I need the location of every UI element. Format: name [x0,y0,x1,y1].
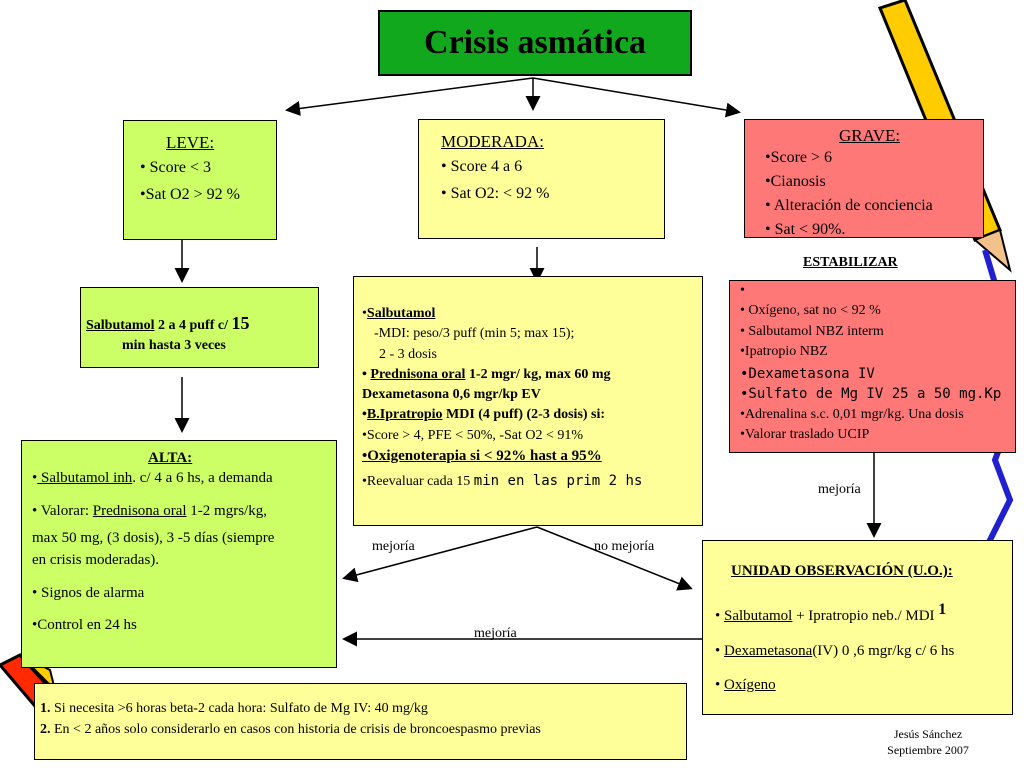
salbutamol-inh-label: Salbutamol inh [37,469,133,486]
alta-heading: ALTA: [148,450,193,466]
estabilizar-item: • Oxígeno, sat no < 92 % [740,303,881,319]
note-number: 1. [40,701,51,716]
estabilizar-item: •Valorar traslado UCIP [740,427,870,443]
ipratropio-label: B.Ipratropio [366,407,443,423]
prednisona-dose: 1-2 mgr/ kg, max 60 mg [465,366,611,382]
uo-oxigeno: Oxígeno [724,676,776,693]
uo-dexametasona-label: Dexametasona [724,642,813,659]
estabilizar-item: •Dexametasona IV [740,366,875,383]
mdi-dose: -MDI: peso/3 puff (min 5; max 15); [374,326,575,342]
alta-bullet: • [32,469,38,486]
moderada-treatment-box: •Salbutamol -MDI: peso/3 puff (min 5; ma… [353,276,703,526]
note-text: Si necesita >6 horas beta-2 cada hora: S… [50,701,428,716]
estabilizar-item: •Sulfato de Mg IV 25 a 50 mg.Kp [740,386,1002,403]
estabilizar-item: • [740,283,745,298]
oxigenoterapia-target: % hast a 95% [511,448,602,465]
grave-box: GRAVE: •Score > 6 •Cianosis • Alteración… [744,119,984,238]
prednisona-note: en crisis moderadas). [32,552,160,568]
grave-heading: GRAVE: [839,126,901,145]
grave-item: • Sat < 90%. [765,221,846,238]
credit: Jesús Sánchez Septiembre 2007 [872,727,984,758]
label-no-mejoria: no mejoría [594,539,655,554]
reevaluar-label: •Reevaluar cada 15 [362,473,474,489]
uo-footnote-ref: 1 [938,601,947,619]
uo-dexametasona-dose: (IV) 0 ,6 mgr/kg c/ 6 hs [812,642,955,659]
leve-item: • Score < 3 [140,158,212,176]
salbutamol-repeat: min hasta 3 veces [122,338,226,354]
moderada-heading: MODERADA: [441,132,544,151]
salbutamol-interval: 15 [231,313,250,333]
estabilizar-item: •Adrenalina s.c. 0,01 mgr/kg. Una dosis [740,406,964,422]
ipratropio-dose: MDI (4 puff) (2-3 dosis) si: [442,407,606,423]
leve-item: •Sat O2 > 92 % [140,185,240,203]
page-title: Crisis asmática [424,24,646,61]
title-box: Crisis asmática [378,10,692,76]
uo-ipratropio: + Ipratropio neb./ MDI [792,608,939,625]
label-mejoria: mejoría [474,626,517,641]
uo-heading: UNIDAD OBSERVACIÓN (U.O.): [731,563,953,579]
moderada-box: MODERADA: • Score 4 a 6 • Sat O2: < 92 % [418,119,665,239]
mdi-doses: 2 - 3 dosis [379,346,437,362]
uo-salbutamol-label: Salbutamol [724,608,793,625]
grave-item: •Score > 6 [765,149,833,167]
salbutamol-inh-dose: . c/ 4 a 6 hs, a demanda [132,469,273,486]
notes-box: 1. Si necesita >6 horas beta-2 cada hora… [34,683,687,760]
grave-item: • Alteración de conciencia [765,197,933,215]
leve-box: LEVE: • Score < 3 •Sat O2 > 92 % [123,120,277,240]
credit-author: Jesús Sánchez [893,727,963,741]
alta-box: ALTA: • Salbutamol inh. c/ 4 a 6 hs, a d… [21,440,337,668]
signos-alarma: • Signos de alarma [32,584,145,601]
note-text: En < 2 años solo considerarlo en casos c… [50,722,541,737]
estabilizar-item: •Ipatropio NBZ [740,343,828,359]
label-mejoria: mejoría [818,482,861,497]
salbutamol-leve-box: Salbutamol 2 a 4 puff c/ 15 min hasta 3 … [80,287,319,368]
valorar-label: • Valorar: [32,503,93,519]
credit-date: Septiembre 2007 [887,742,969,757]
note-number: 2. [40,722,51,737]
prednisona-oral-dose: 1-2 mgrs/kg, [186,503,267,519]
reevaluar-detail: min en las prim 2 hs [473,472,643,489]
oxigenoterapia-label: Oxigenoterapia si < 92 [367,448,512,465]
label-mejoria: mejoría [372,539,415,554]
estabilizar-box: • • Oxígeno, sat no < 92 % • Salbutamol … [729,280,1016,453]
uo-box: UNIDAD OBSERVACIÓN (U.O.): • Salbutamol … [702,540,1013,715]
salbutamol-label: Salbutamol [86,318,155,333]
estabilizar-item: • Salbutamol NBZ interm [740,323,884,339]
moderada-item: • Score 4 a 6 [441,157,523,175]
dexametasona-dose: Dexametasona 0,6 mgr/kp EV [362,387,541,403]
ipratropio-criteria: •Score > 4, PFE < 50%, -Sat O2 < 91% [362,427,584,443]
prednisona-oral-label: Prednisona oral [92,503,187,519]
estabilizar-heading: ESTABILIZAR [803,255,898,270]
moderada-item: • Sat O2: < 92 % [441,184,550,202]
leve-heading: LEVE: [166,133,215,152]
grave-item: •Cianosis [765,173,826,191]
salbutamol-heading: Salbutamol [366,306,436,321]
salbutamol-dose: 2 a 4 puff c/ [154,318,232,333]
prednisona-label: Prednisona oral [370,366,466,382]
prednisona-duration: max 50 mg, (3 dosis), 3 -5 días (siempre [32,529,275,546]
control-24hs: •Control en 24 hs [32,617,137,633]
